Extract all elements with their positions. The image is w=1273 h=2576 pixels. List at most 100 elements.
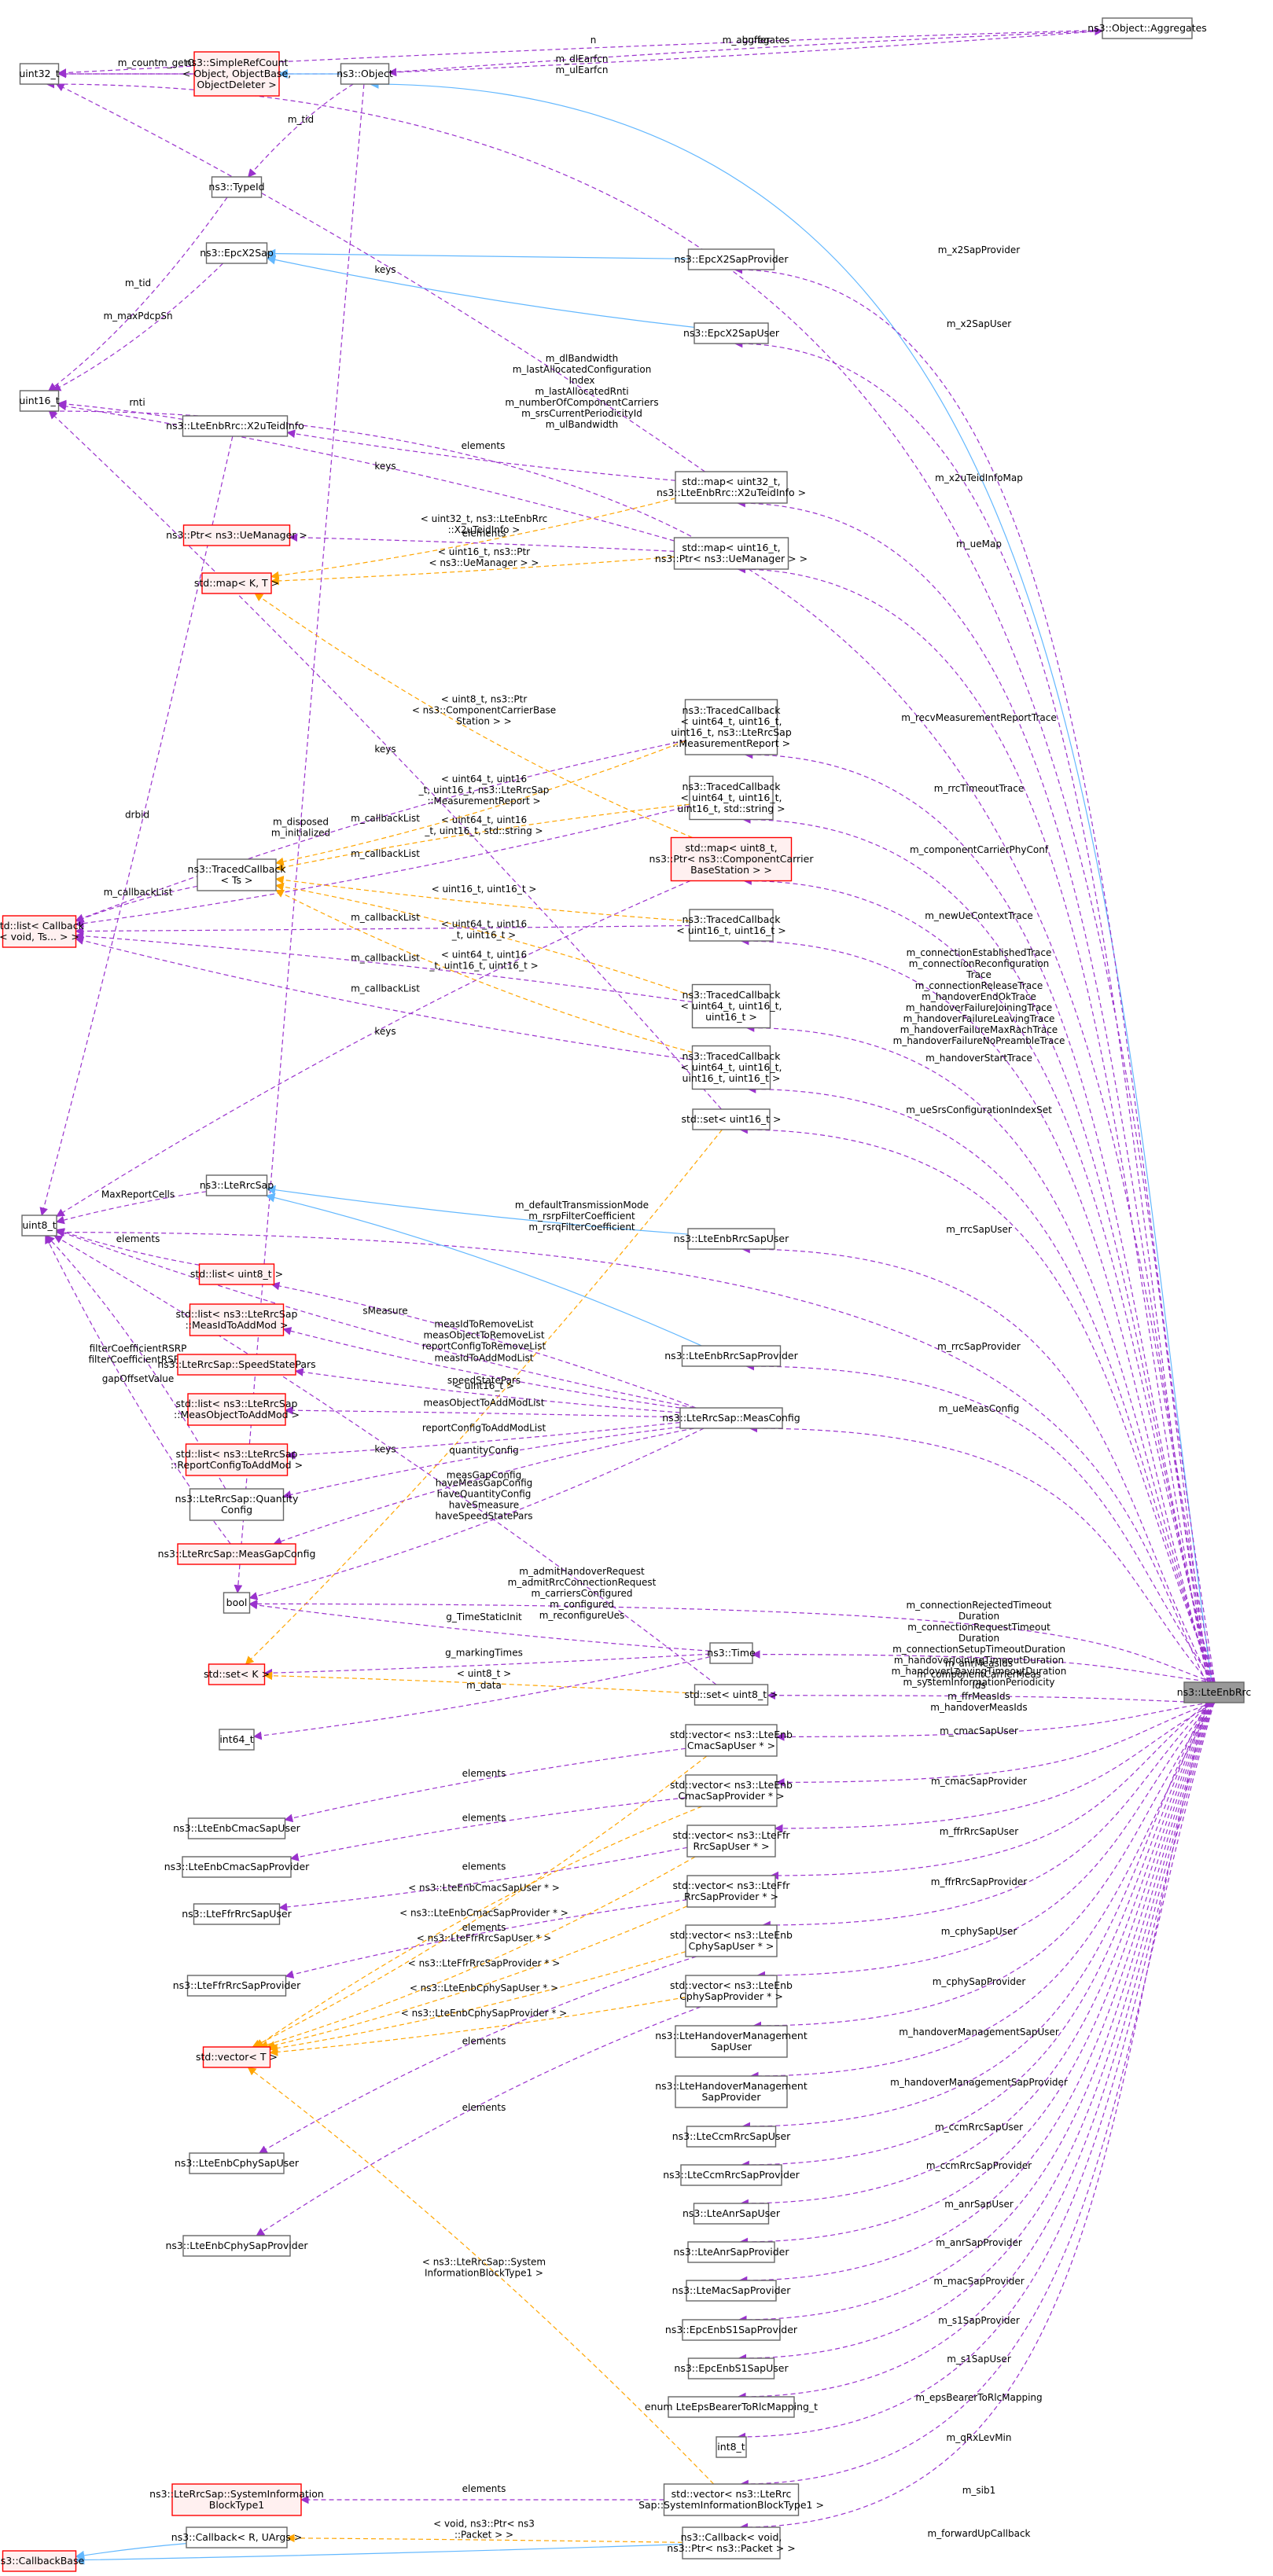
class-node-vec-ffruser[interactable]: std::vector< ns3::LteFfrRrcSapUser * > xyxy=(673,1825,791,1858)
class-node-time[interactable]: ns3::Time xyxy=(707,1642,756,1664)
node-label: std::vector< ns3::LteEnb xyxy=(670,1779,793,1791)
class-node-ptr-uemanager[interactable]: ns3::Ptr< ns3::UeManager > xyxy=(166,524,307,546)
class-node-set-k[interactable]: std::set< K > xyxy=(204,1663,270,1685)
class-node-ccmrrcsapuser[interactable]: ns3::LteCcmRrcSapUser xyxy=(672,2126,791,2148)
class-node-tc-measreport[interactable]: ns3::TracedCallback< uint64_t, uint16_t,… xyxy=(671,699,792,755)
class-node-cmacsapprovider[interactable]: ns3::LteEnbCmacSapProvider xyxy=(164,1856,310,1878)
class-node-measconfig[interactable]: ns3::LteRrcSap::MeasConfig xyxy=(662,1407,800,1429)
member-edge xyxy=(741,1702,1209,2170)
class-node-anrsapuser[interactable]: ns3::LteAnrSapUser xyxy=(682,2203,781,2225)
class-node-list-measid[interactable]: std::list< ns3::LteRrcSap::MeasIdToAddMo… xyxy=(176,1303,298,1336)
class-node-tc-u64u16u16[interactable]: ns3::TracedCallback< uint64_t, uint16_t,… xyxy=(681,983,782,1029)
class-node-s1sapuser[interactable]: ns3::EpcEnbS1SapUser xyxy=(674,2357,789,2379)
class-node-epcx2sap[interactable]: ns3::EpcX2Sap xyxy=(200,242,274,264)
class-node-epcx2sapuser[interactable]: ns3::EpcX2SapUser xyxy=(683,322,780,344)
class-node-sib1[interactable]: ns3::LteRrcSap::SystemInformationBlockTy… xyxy=(149,2483,324,2516)
class-node-list-reportcfg[interactable]: std::list< ns3::LteRrcSap::ReportConfigT… xyxy=(171,1443,303,1476)
member-edge xyxy=(762,1702,1210,1930)
class-node-set-u8[interactable]: std::set< uint8_t > xyxy=(684,1684,778,1706)
template-edge xyxy=(263,1671,695,1694)
node-box xyxy=(673,537,789,570)
class-node-int64-t[interactable]: int64_t xyxy=(219,1729,255,1751)
edge-label-line: reportConfigToAddModList xyxy=(422,1423,546,1434)
class-node-lteenbrrcsapuser[interactable]: ns3::LteEnbRrcSapUser xyxy=(674,1228,789,1250)
edge-label-line: m_cmacSapUser xyxy=(940,1725,1018,1736)
edge-label: measObjectToAddModList xyxy=(424,1398,545,1409)
member-edge xyxy=(39,435,234,1217)
edge-label-line: m_callbackList xyxy=(104,887,173,898)
class-node-x2uteidinfo[interactable]: ns3::LteEnbRrc::X2uTeidInfo xyxy=(166,415,304,437)
class-node-vec-cphyprov[interactable]: std::vector< ns3::LteEnbCphySapProvider … xyxy=(670,1975,793,2008)
edge-label-line: m_newUeContextTrace xyxy=(925,910,1033,921)
class-node-ffrrrcsapuser[interactable]: ns3::LteFfrRrcSapUser xyxy=(182,1903,292,1925)
class-node-bool[interactable]: bool xyxy=(223,1592,251,1614)
class-node-lteenbrrc[interactable]: ns3::LteEnbRrc xyxy=(1177,1681,1252,1703)
class-node-measgapconfig[interactable]: ns3::LteRrcSap::MeasGapConfig xyxy=(158,1543,316,1565)
class-node-tc-u16u16[interactable]: ns3::TracedCallback< uint16_t, uint16_t … xyxy=(676,909,786,942)
class-node-uint32-t[interactable]: uint32_t xyxy=(19,63,60,85)
class-node-stdlist-callback[interactable]: std::list< Callback< void, Ts... > > xyxy=(0,915,85,948)
edge-label: elements xyxy=(116,1233,160,1244)
class-node-callback-r[interactable]: ns3::Callback< R, UArgs > xyxy=(171,2526,302,2548)
class-node-uint16-t[interactable]: uint16_t xyxy=(19,390,60,412)
edge-label: m_aggregates xyxy=(723,35,790,46)
class-node-map-kt[interactable]: std::map< K, T > xyxy=(194,572,279,594)
class-node-cmacsapuser[interactable]: ns3::LteEnbCmacSapUser xyxy=(173,1817,301,1839)
node-label: CmacSapProvider * > xyxy=(678,1790,784,1802)
class-node-vec-ffrprov[interactable]: std::vector< ns3::LteFfrRrcSapProvider *… xyxy=(673,1875,791,1908)
class-node-callbackbase[interactable]: ns3::CallbackBase xyxy=(0,2550,84,2572)
class-node-cphysapuser[interactable]: ns3::LteEnbCphySapUser xyxy=(175,2152,300,2174)
class-node-anrsapprovider[interactable]: ns3::LteAnrSapProvider xyxy=(674,2241,790,2263)
class-node-macsapprovider[interactable]: ns3::LteMacSapProvider xyxy=(672,2280,792,2302)
edge-label-line: m_sib1 xyxy=(962,2485,996,2496)
node-box xyxy=(1102,17,1193,39)
class-node-list-u8[interactable]: std::list< uint8_t > xyxy=(190,1263,283,1285)
class-node-tc-string[interactable]: ns3::TracedCallback< uint64_t, uint16_t,… xyxy=(677,775,786,821)
class-node-simplerefcount[interactable]: ns3::SimpleRefCount< Object, ObjectBase,… xyxy=(182,51,291,97)
class-node-map-x2u[interactable]: std::map< uint32_t,ns3::LteEnbRrc::X2uTe… xyxy=(657,471,806,504)
class-node-epcx2sapprovider[interactable]: ns3::EpcX2SapProvider xyxy=(674,248,789,270)
class-node-callback-pkt[interactable]: ns3::Callback< void,ns3::Ptr< ns3::Packe… xyxy=(667,2526,796,2559)
class-node-tc-u64u16u16u16[interactable]: ns3::TracedCallback< uint64_t, uint16_t,… xyxy=(681,1045,782,1090)
node-box xyxy=(201,572,272,594)
edge-label-line: _t, uint16_t, uint16_t > xyxy=(429,961,538,972)
member-edge xyxy=(738,1702,1212,2324)
node-box xyxy=(182,1856,292,1878)
class-node-tc-ts[interactable]: ns3::TracedCallback< Ts > xyxy=(188,858,287,891)
class-node-map-cc[interactable]: std::map< uint8_t,ns3::Ptr< ns3::Compone… xyxy=(649,836,815,882)
class-node-speedstatepars[interactable]: ns3::LteRrcSap::SpeedStatePars xyxy=(157,1354,316,1376)
member-edge xyxy=(252,1656,711,1740)
class-node-map-ue[interactable]: std::map< uint16_t,ns3::Ptr< ns3::UeMana… xyxy=(655,537,808,570)
edge-label: m_ccmRrcSapProvider xyxy=(926,2160,1032,2171)
node-box xyxy=(202,2046,271,2068)
class-node-epsbearermapping[interactable]: enum LteEpsBearerToRlcMapping_t xyxy=(645,2396,818,2418)
member-edge xyxy=(47,406,1211,1683)
class-node-uint8-t[interactable]: uint8_t xyxy=(21,1215,57,1237)
member-edge xyxy=(749,1702,1216,2081)
class-node-vector-t[interactable]: std::vector< T > xyxy=(196,2046,278,2068)
class-node-aggregates[interactable]: ns3::Object::Aggregates xyxy=(1087,17,1207,39)
class-node-vec-cmacprov[interactable]: std::vector< ns3::LteEnbCmacSapProvider … xyxy=(670,1774,793,1807)
class-node-set-u16[interactable]: std::set< uint16_t > xyxy=(681,1108,782,1130)
class-node-s1sapprovider[interactable]: ns3::EpcEnbS1SapProvider xyxy=(665,2319,798,2341)
class-node-ltercsap[interactable]: ns3::LteRrcSap xyxy=(200,1174,274,1196)
class-node-ccmrrcsapprovider[interactable]: ns3::LteCcmRrcSapProvider xyxy=(663,2164,800,2186)
class-node-lteenbrrcsapprovider[interactable]: ns3::LteEnbRrcSapProvider xyxy=(664,1345,799,1367)
class-node-quantityconfig[interactable]: ns3::LteRrcSap::QuantityConfig xyxy=(175,1488,299,1521)
class-node-typeid[interactable]: ns3::TypeId xyxy=(208,176,265,198)
class-node-ffrrrcsapprovider[interactable]: ns3::LteFfrRrcSapProvider xyxy=(173,1975,301,1997)
class-node-object[interactable]: ns3::Object xyxy=(337,63,393,85)
class-node-int8-t[interactable]: int8_t xyxy=(716,2436,747,2458)
edge-label-line: m_srsCurrentPeriodicityId xyxy=(521,408,642,419)
class-node-vec-cphyuser[interactable]: std::vector< ns3::LteEnbCphySapUser * > xyxy=(670,1924,793,1957)
node-label: BaseStation > > xyxy=(690,864,772,876)
class-node-list-measobj[interactable]: std::list< ns3::LteRrcSap::MeasObjectToA… xyxy=(174,1393,300,1426)
edge-label-line: m_handoverJoiningTimeoutDuration xyxy=(894,1655,1064,1666)
class-node-vec-cmacuser[interactable]: std::vector< ns3::LteEnbCmacSapUser * > xyxy=(670,1724,793,1757)
class-node-cphysapprovider[interactable]: ns3::LteEnbCphySapProvider xyxy=(165,2235,308,2257)
class-node-vec-sib1[interactable]: std::vector< ns3::LteRrcSap::SystemInfor… xyxy=(638,2483,824,2516)
edge-label-line: m_ueMap xyxy=(956,538,1002,549)
node-label: ns3::LteFfrRrcSapProvider xyxy=(173,1979,301,1991)
